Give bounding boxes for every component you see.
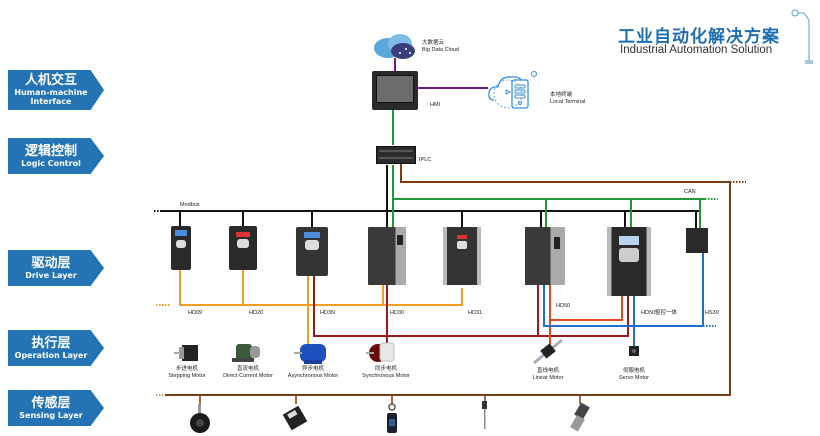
stepping-motor-icon [174,345,198,361]
layer-zh: 执行层 [31,335,71,351]
layer-tag-logic: 逻辑控制 Logic Control [8,138,104,174]
modbus-label: Modbus [180,202,200,208]
layer-en: Sensing Layer [19,410,83,420]
layer-tag-hmi: 人机交互 Human-machine Interface [8,70,104,110]
hmi-label: HMI [430,102,441,108]
motor-label-en: Linear Motor [532,375,564,381]
plc-controller [376,146,416,164]
darkred-drive-bus [313,276,539,337]
layer-en: Logic Control [21,158,81,168]
plc-label: IPLC [419,157,432,163]
drive-label: HD31 [468,310,483,316]
motor-label-en: Asynchronous Motor [287,373,339,379]
layer-zh: 逻辑控制 [24,143,77,159]
local-terminal-icon [488,71,537,109]
drive-hd50 [525,227,565,285]
drive-label: HD20 [249,310,264,316]
layer-zh: 人机交互 [24,73,77,88]
motor-label-en: Stepping Motor [168,373,206,379]
motor-label-zh: 伺服电机 [622,368,646,374]
motor-label-zh: 直线电机 [536,368,560,374]
dc-motor-icon [232,344,260,362]
drive-label: HD30 [390,310,405,316]
motor-label-en: Servo Motor [619,375,649,381]
layer-en: Human-machine [14,88,88,97]
layer-zh: 驱动层 [31,255,71,271]
drive-hd3n [296,227,328,276]
servo-motor-icon [629,346,639,356]
big-data-cloud-icon [374,34,415,59]
cloud-label-zh: 大数据云 [422,40,445,46]
terminal-label-zh: 本地终端 [550,92,573,98]
drive-hd09 [171,226,191,270]
drive-label: HD50驱控一体 [641,310,678,316]
layer-en-2: Interface [30,97,72,106]
cloud-label-en: Big Data Cloud [422,47,459,53]
layer-zh: 传感层 [31,395,71,411]
solution-title: 工业自动化解决方案 [618,27,780,47]
drive-hs30 [686,228,708,253]
synchronous-motor-icon [366,342,395,362]
layer-en: Drive Layer [25,270,77,280]
motor-label-zh: 直流电机 [236,366,260,372]
layer-tag-drive: 驱动层 Drive Layer [8,250,104,286]
lamp-decoration-icon [791,9,813,64]
layer-tag-sensing: 传感层 Sensing Layer [8,390,104,426]
linear-motor-icon [533,338,563,365]
drive-hd20 [229,226,257,270]
motor-label-zh: 同步电机 [374,366,398,372]
drive-hd30 [368,227,406,285]
drive-hd50-integrated [607,227,651,296]
can-label: CAN [684,189,696,195]
motor-label-en: Direct Current Motor [223,373,273,379]
rotary-encoder-icon [190,404,210,433]
motor-label-zh: 异步电机 [301,366,325,372]
photoelectric-sensor-icon [282,405,308,431]
orange-drive-bus [179,268,463,306]
blue-drive-bus [543,253,704,327]
terminal-label-en: Local Terminal [550,99,586,105]
hmi-panel [372,71,418,110]
motor-label-zh: 步进电机 [175,366,199,372]
motor-label-en: Synchronous Motor [362,373,410,379]
layer-tag-operation: 执行层 Operation Layer [8,330,104,366]
temperature-probe-icon [482,401,487,429]
layer-en: Operation Layer [14,350,88,360]
drive-label: HD50 [556,303,571,309]
drive-hd31 [443,227,481,285]
limit-switch-icon [387,403,397,433]
pressure-transmitter-icon [570,402,590,432]
asynchronous-motor-icon [294,344,326,364]
solution-subtitle: Industrial Automation Solution [620,44,773,56]
drive-label: HD3N [320,310,335,316]
drive-label: HS30 [705,310,719,316]
drive-label: HD09 [188,310,203,316]
